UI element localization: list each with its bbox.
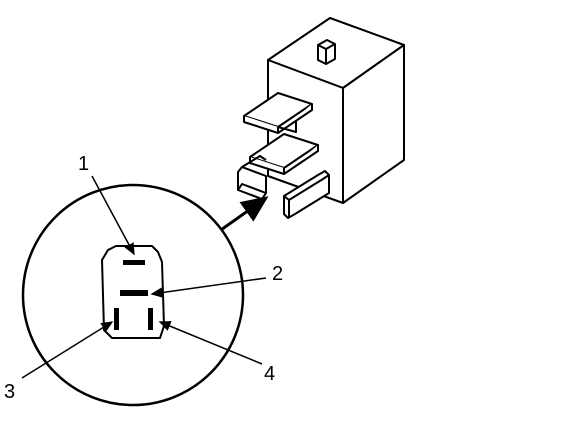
terminal-blade-upper [243,92,313,134]
pin-slots [114,260,153,330]
callout-label-2: 2 [272,263,283,285]
terminal-blade-lower-left [237,155,267,200]
leader-4 [158,321,263,365]
callout-label-4: 4 [264,363,275,385]
terminal-blade-middle [249,133,319,175]
pin-1-slot [123,260,145,265]
leader-2 [150,277,267,298]
callout-label-3: 3 [4,381,15,403]
pin-socket-outline [101,245,165,339]
leader-3 [21,321,114,379]
pin-3-slot [114,308,119,330]
detail-arrow [217,196,269,234]
pin-2-slot [120,290,148,296]
relay-side-face [342,44,405,204]
callout-label-1: 1 [78,153,89,175]
pin-4-slot [148,308,153,330]
relay-terminals [237,92,330,219]
terminal-blade-lower-right [283,170,330,219]
callout-leaders [21,175,267,379]
leader-1 [91,175,135,256]
